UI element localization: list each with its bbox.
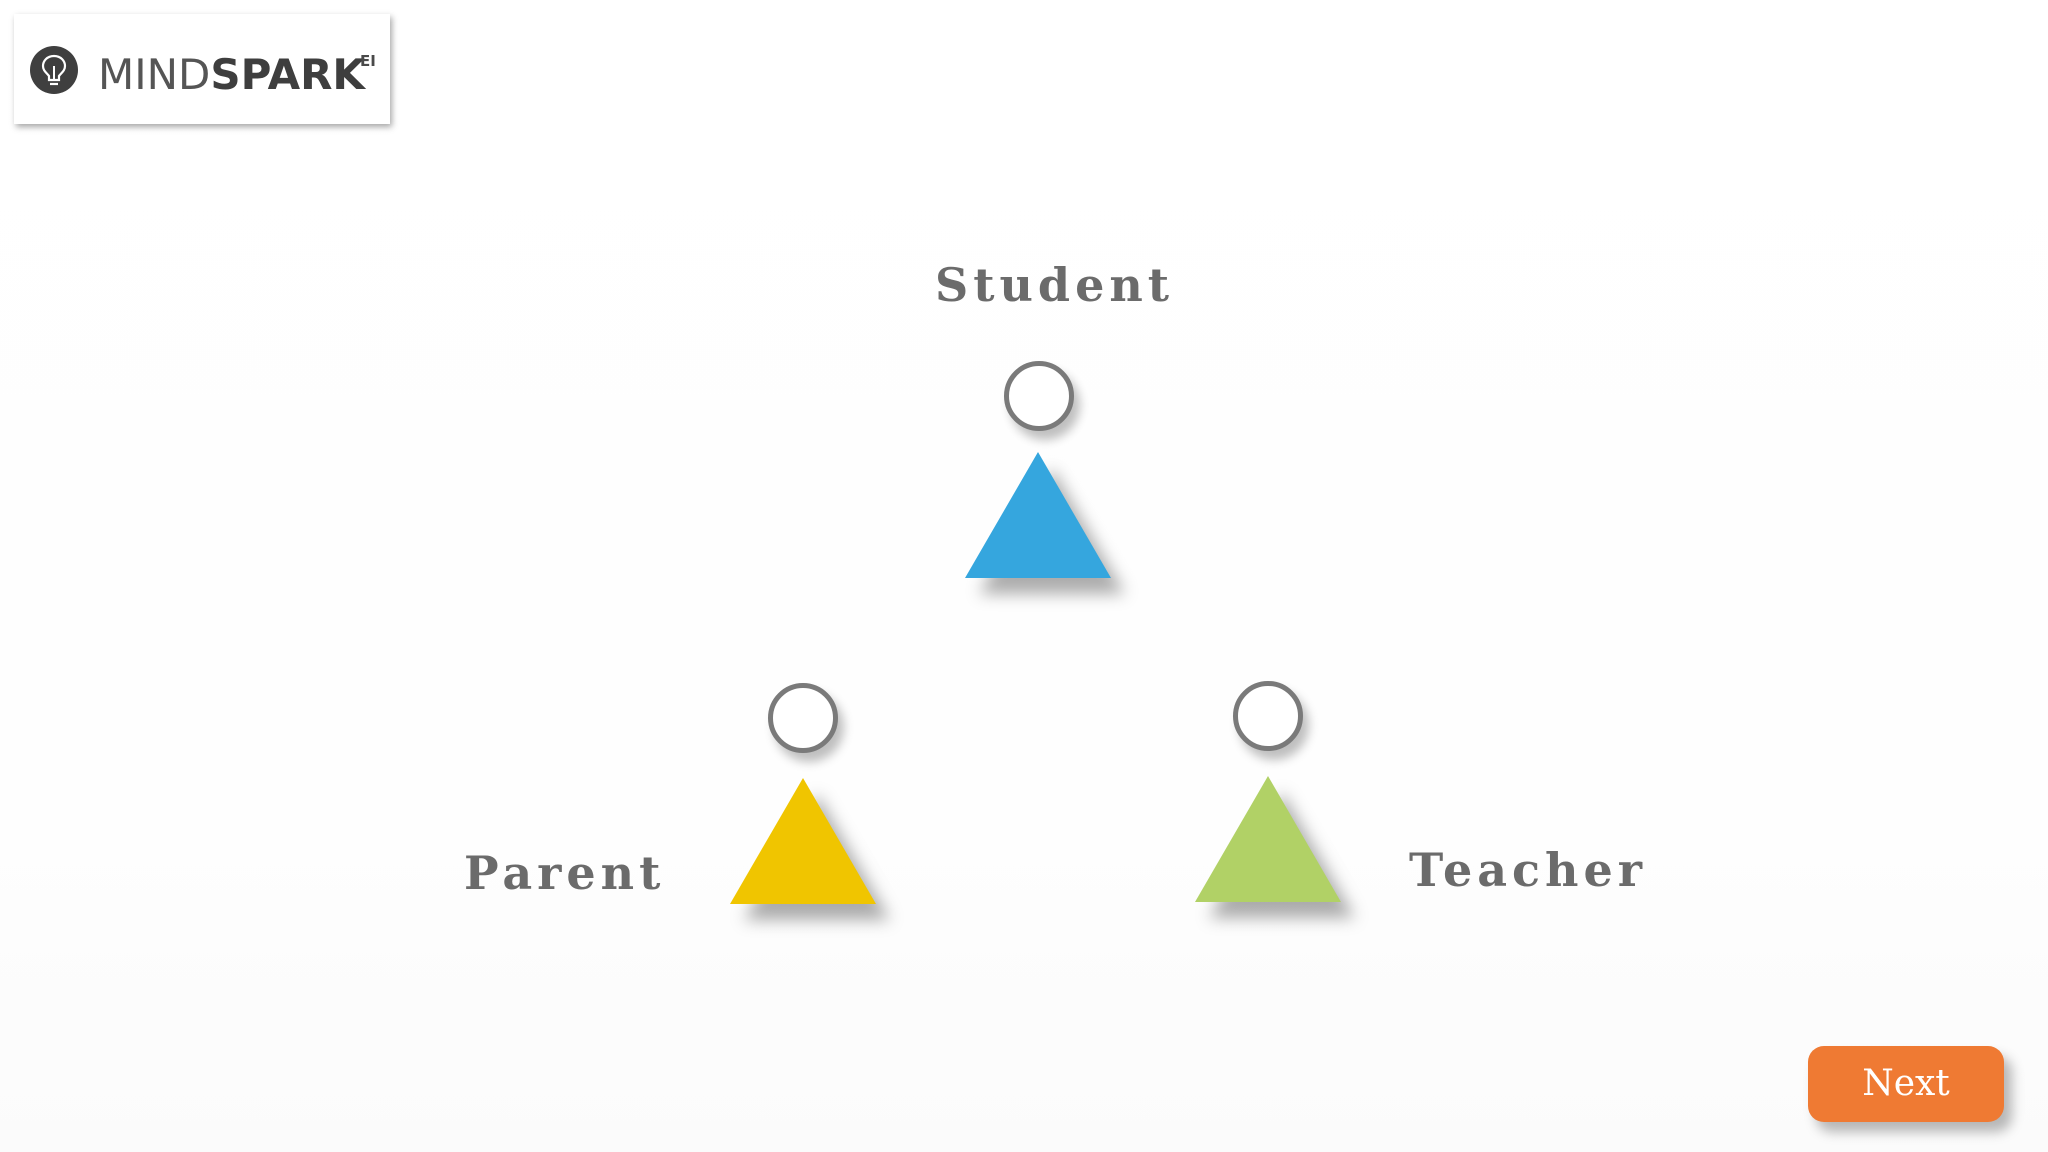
logo-word-light: MIND [98, 50, 211, 99]
student-radio[interactable] [1004, 361, 1074, 431]
parent-label: Parent [464, 846, 666, 900]
teacher-label: Teacher [1409, 843, 1647, 897]
teacher-radio[interactable] [1233, 681, 1303, 751]
logo-wordmark: MINDSPARK [98, 54, 365, 96]
parent-triangle-icon[interactable] [728, 776, 878, 906]
logo-word-bold: SPARK [210, 50, 365, 99]
parent-radio[interactable] [768, 683, 838, 753]
lightbulb-icon [30, 46, 78, 94]
student-triangle-icon[interactable] [963, 450, 1113, 580]
mindspark-logo: MINDSPARK EI [14, 14, 390, 124]
next-button[interactable]: Next [1808, 1046, 2004, 1122]
logo-superscript: EI [360, 52, 376, 70]
student-label: Student [935, 258, 1175, 312]
teacher-triangle-icon[interactable] [1193, 774, 1343, 904]
